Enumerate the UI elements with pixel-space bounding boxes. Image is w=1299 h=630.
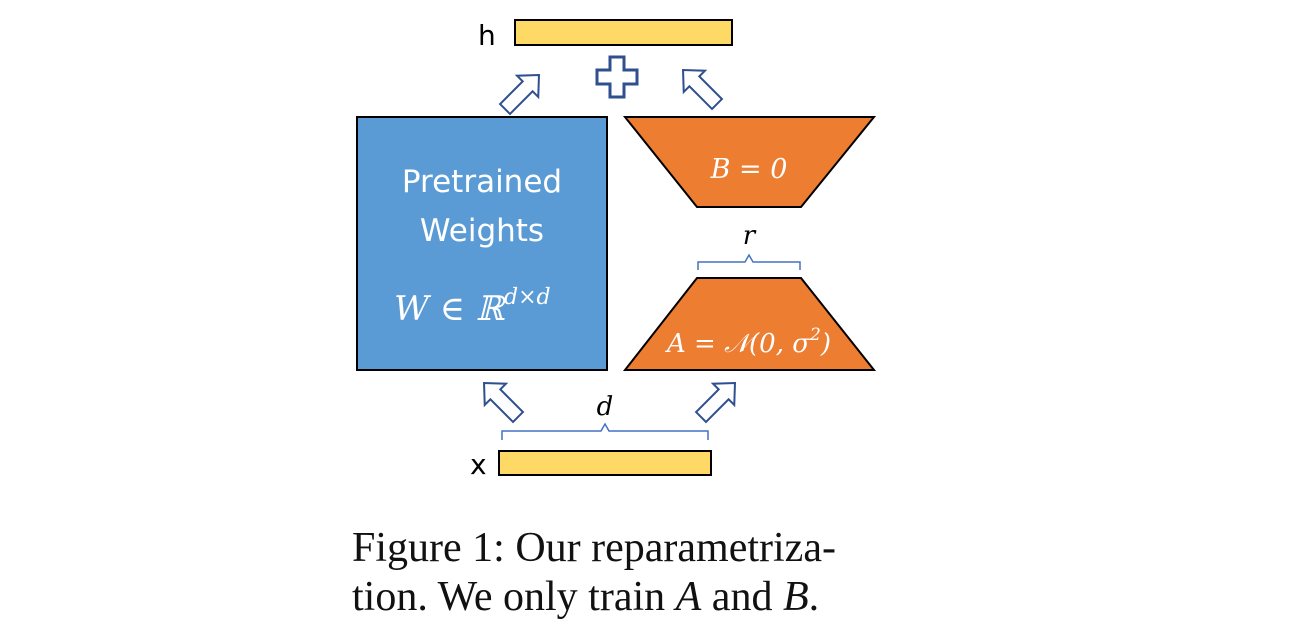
- matrix-b-trapezoid: [622, 116, 877, 208]
- input-label: x: [470, 448, 487, 481]
- pretrained-weights-box: [356, 116, 608, 371]
- matrix-a-label: A = 𝒩(0, σ2): [665, 325, 831, 359]
- pretrained-formula-sup: d×d: [504, 285, 551, 310]
- plus-icon: [595, 55, 639, 99]
- output-label: h: [478, 19, 496, 52]
- caption-line1: Figure 1: Our reparametriza-: [352, 525, 836, 571]
- arrow-up-right-icon: [498, 73, 541, 116]
- arrow-up-right-input-icon: [694, 381, 737, 424]
- pretrained-label-line1: Pretrained: [402, 164, 562, 200]
- rank-brace: [697, 253, 801, 270]
- dim-label: d: [597, 392, 614, 422]
- matrix-a-trapezoid: [622, 277, 877, 371]
- pretrained-label-line2: Weights: [420, 213, 544, 249]
- caption-line2: tion. We only train A and B.: [352, 574, 820, 620]
- matrix-b-label: B = 0: [710, 154, 788, 185]
- arrow-up-left-icon: [681, 68, 724, 111]
- arrow-up-left-input-icon: [482, 381, 525, 424]
- figure-caption: Figure 1: Our reparametriza- tion. We on…: [352, 524, 836, 622]
- input-vector-x: [498, 450, 712, 476]
- dim-brace: [501, 422, 709, 440]
- output-vector-h: [514, 19, 733, 46]
- pretrained-formula: W ∈ ℝd×d: [394, 285, 551, 329]
- rank-label: r: [743, 221, 757, 251]
